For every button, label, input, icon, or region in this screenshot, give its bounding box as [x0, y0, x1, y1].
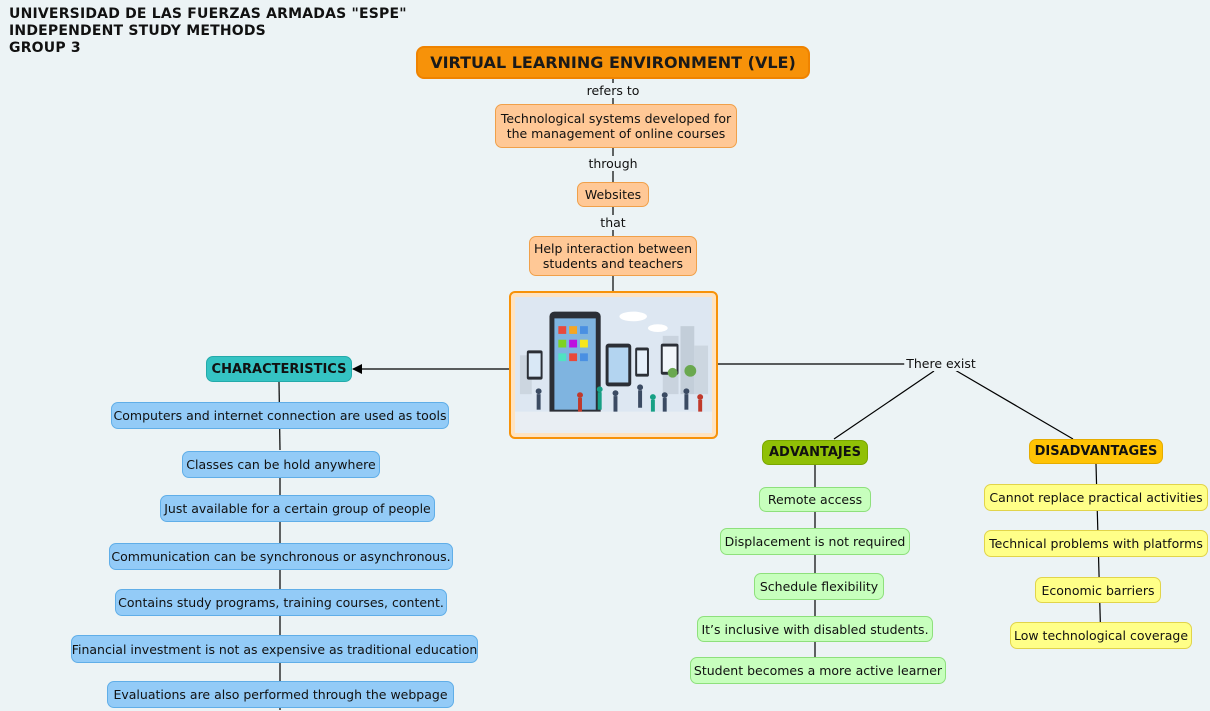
characteristic-label: Evaluations are also performed through t…	[113, 687, 448, 702]
disadvantage-item[interactable]: Cannot replace practical activities	[984, 484, 1208, 511]
disadvantage-item[interactable]: Technical problems with platforms	[984, 530, 1208, 557]
line-there-exist-to-advantages	[833, 370, 935, 440]
line-there-exist-to-disadvantages	[954, 369, 1074, 440]
characteristic-label: Financial investment is not as expensive…	[71, 641, 478, 657]
characteristics-node[interactable]: CHARACTERISTICS	[206, 356, 352, 382]
disadvantage-label: Cannot replace practical activities	[989, 490, 1203, 505]
characteristic-item[interactable]: Communication can be synchronous or asyn…	[109, 543, 453, 570]
characteristic-label: Communication can be synchronous or asyn…	[111, 549, 451, 564]
characteristic-label: Contains study programs, training course…	[118, 595, 444, 610]
document-header: UNIVERSIDAD DE LAS FUERZAS ARMADAS "ESPE…	[9, 6, 407, 57]
vle-illustration[interactable]	[509, 291, 718, 439]
advantage-label: Student becomes a more active learner	[693, 663, 943, 678]
advantage-item[interactable]: Remote access	[759, 487, 871, 512]
characteristic-item[interactable]: Computers and internet connection are us…	[111, 402, 449, 429]
characteristic-item[interactable]: Financial investment is not as expensive…	[71, 635, 478, 663]
header-university: UNIVERSIDAD DE LAS FUERZAS ARMADAS "ESPE…	[9, 6, 407, 22]
header-group: GROUP 3	[9, 40, 81, 56]
characteristic-label: Classes can be hold anywhere	[186, 457, 376, 472]
websites-node-label: Websites	[584, 187, 642, 202]
disadvantages-title: DISADVANTAGES	[1034, 444, 1158, 459]
advantage-item[interactable]: Schedule flexibility	[754, 573, 884, 600]
characteristic-item[interactable]: Contains study programs, training course…	[115, 589, 447, 616]
advantage-label: Displacement is not required	[724, 534, 906, 549]
advantage-item[interactable]: Student becomes a more active learner	[690, 657, 946, 684]
vle-illustration-icon	[515, 297, 712, 433]
systems-node-label: Technological systems developed for the …	[500, 111, 732, 141]
advantage-item[interactable]: It’s inclusive with disabled students.	[697, 616, 933, 642]
relation-label-there-exist: There exist	[904, 356, 978, 371]
advantages-node[interactable]: ADVANTAJES	[762, 440, 868, 465]
characteristics-title: CHARACTERISTICS	[211, 361, 347, 377]
websites-node[interactable]: Websites	[577, 182, 649, 207]
relation-label-through: through	[586, 156, 640, 171]
systems-node[interactable]: Technological systems developed for the …	[495, 104, 737, 148]
disadvantage-label: Technical problems with platforms	[989, 536, 1203, 551]
disadvantages-node[interactable]: DISADVANTAGES	[1029, 439, 1163, 464]
header-course: INDEPENDENT STUDY METHODS	[9, 23, 266, 39]
characteristic-label: Just available for a certain group of pe…	[164, 501, 431, 516]
advantages-title: ADVANTAJES	[769, 445, 861, 460]
main-topic-node[interactable]: VIRTUAL LEARNING ENVIRONMENT (VLE)	[416, 46, 810, 79]
advantage-label: It’s inclusive with disabled students.	[701, 621, 929, 637]
disadvantage-item[interactable]: Low technological coverage	[1010, 622, 1192, 649]
characteristic-label: Computers and internet connection are us…	[113, 408, 447, 423]
characteristic-item[interactable]: Classes can be hold anywhere	[182, 451, 380, 478]
advantage-label: Schedule flexibility	[759, 579, 879, 594]
disadvantage-label: Low technological coverage	[1013, 628, 1189, 643]
relation-label-refers-to: refers to	[584, 83, 642, 98]
advantage-label: Remote access	[767, 492, 863, 507]
characteristic-item[interactable]: Evaluations are also performed through t…	[107, 681, 454, 708]
advantage-item[interactable]: Displacement is not required	[720, 528, 910, 555]
main-topic-label: VIRTUAL LEARNING ENVIRONMENT (VLE)	[430, 53, 796, 72]
disadvantage-item[interactable]: Economic barriers	[1035, 577, 1161, 603]
relation-label-that: that	[598, 215, 628, 230]
help-interaction-label: Help interaction between students and te…	[533, 241, 693, 271]
characteristic-item[interactable]: Just available for a certain group of pe…	[160, 495, 435, 522]
help-interaction-node[interactable]: Help interaction between students and te…	[529, 236, 697, 276]
disadvantage-label: Economic barriers	[1041, 582, 1155, 598]
